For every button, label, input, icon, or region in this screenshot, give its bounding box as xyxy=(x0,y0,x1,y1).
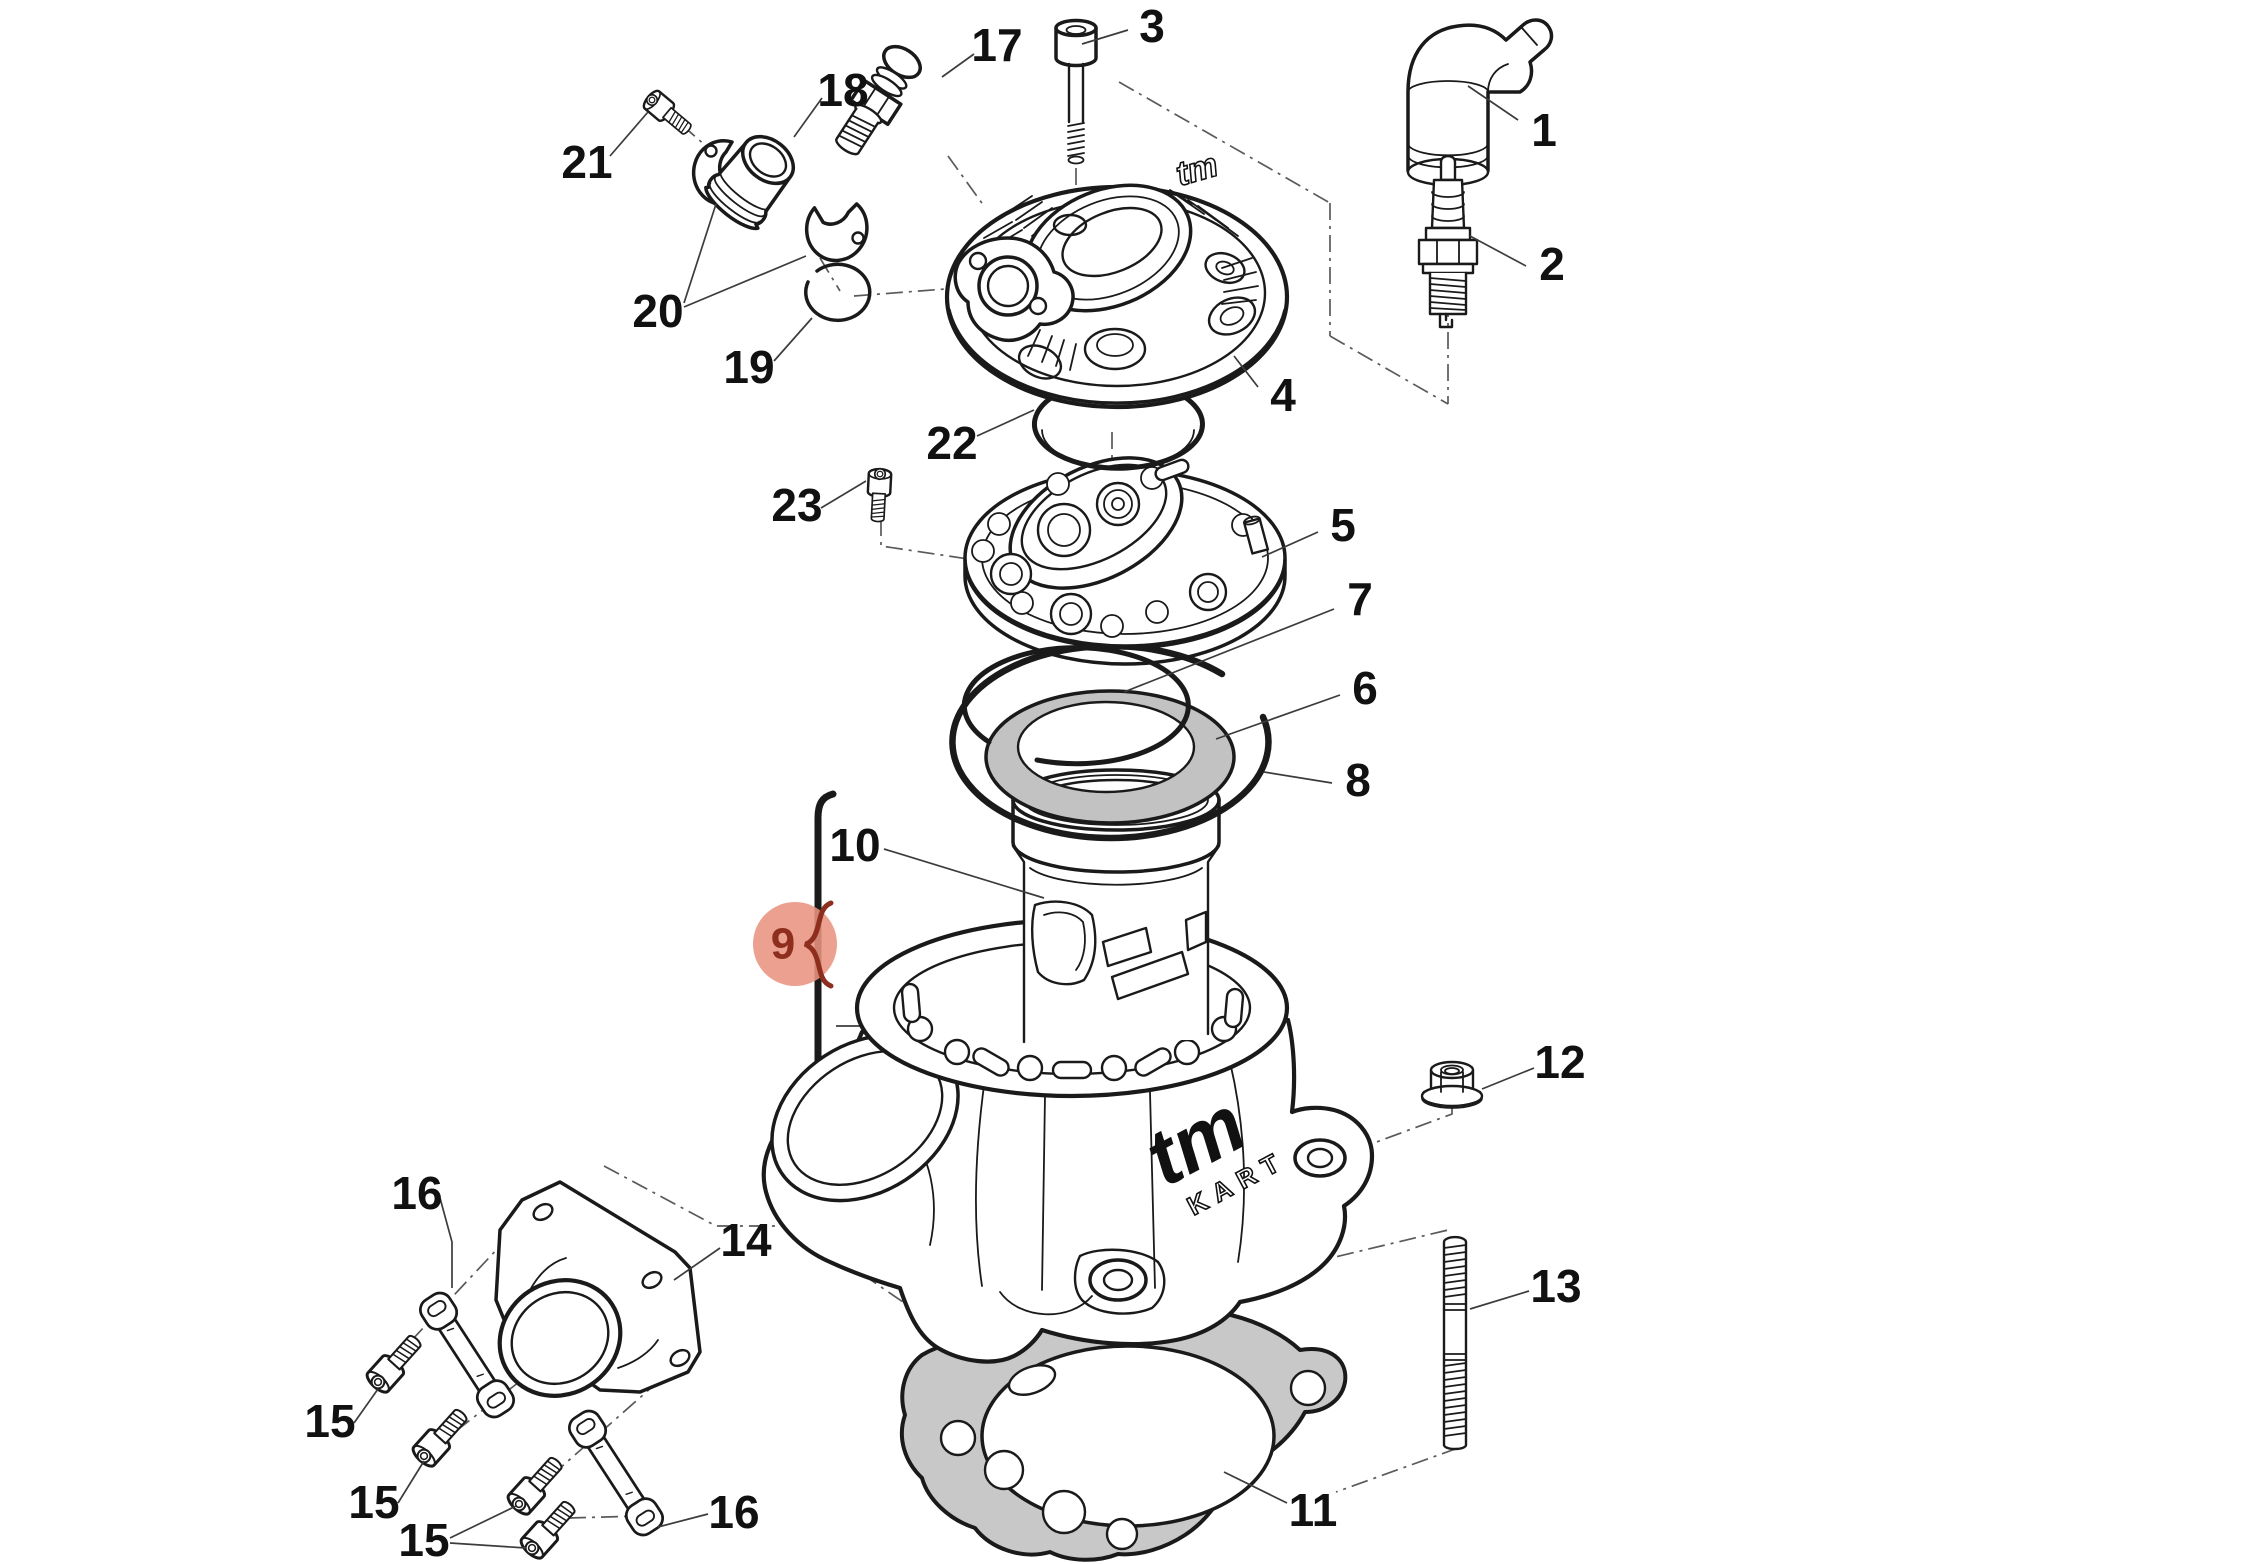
part-2-spark-plug xyxy=(1417,154,1479,329)
leader-line-part-15 xyxy=(353,1388,379,1424)
leader-line-part-8 xyxy=(1263,771,1333,784)
part-label-3: 3 xyxy=(1139,0,1165,52)
part-label-17: 17 xyxy=(971,19,1022,71)
part-label-22: 22 xyxy=(926,417,977,469)
part-label-6: 6 xyxy=(1352,662,1378,714)
part-17-fitting xyxy=(835,44,922,156)
leader-line-part-20 xyxy=(683,203,717,304)
leader-line-part-18 xyxy=(793,97,823,138)
leader-line-part-2 xyxy=(1469,235,1527,267)
dowel-pin xyxy=(1242,515,1270,555)
leader-line-part-22 xyxy=(976,409,1035,437)
part-20-fork-lower xyxy=(804,202,869,263)
part-label-21: 21 xyxy=(561,136,612,188)
leader-line-part-6 xyxy=(1215,694,1341,740)
part-label-5: 5 xyxy=(1330,499,1356,551)
leader-line-part-5 xyxy=(1261,531,1319,558)
leader-line-part-7 xyxy=(1123,608,1335,693)
part-23-insert-screw xyxy=(865,466,893,524)
part-label-4: 4 xyxy=(1270,369,1296,421)
part-4-cylinder-head: tm xyxy=(944,145,1290,410)
part-label-2: 2 xyxy=(1539,238,1565,290)
part-12-flange-nut xyxy=(1420,1060,1484,1109)
part-3-head-screw xyxy=(1054,18,1098,165)
part-16-strap-lower xyxy=(563,1405,669,1541)
part-7-oring xyxy=(961,645,1191,767)
leader-line-part-14 xyxy=(673,1247,721,1281)
part-label-11: 11 xyxy=(1289,1484,1338,1536)
leader-line-part-23 xyxy=(820,480,867,509)
part-label-19: 19 xyxy=(723,341,774,393)
part-label-16: 16 xyxy=(708,1486,759,1538)
part-label-23: 23 xyxy=(771,479,822,531)
insert-screw-axis xyxy=(880,519,1003,565)
part-13-stud xyxy=(1442,1235,1468,1451)
plane-outline xyxy=(1118,81,1449,405)
part-label-9: 9 xyxy=(771,920,795,969)
part-label-18: 18 xyxy=(817,64,868,116)
part-14-exhaust-flange xyxy=(494,1180,702,1398)
part-18-power-valve xyxy=(704,134,796,231)
leader-line-part-16 xyxy=(439,1197,453,1288)
part-label-14: 14 xyxy=(720,1214,772,1266)
part-label-15: 15 xyxy=(348,1476,399,1528)
leader-line-part-11 xyxy=(1223,1471,1288,1504)
leader-line-part-13 xyxy=(1469,1290,1530,1310)
strap-screw-axes xyxy=(410,1213,686,1519)
head-logo-text: tm xyxy=(1172,146,1222,194)
part-label-8: 8 xyxy=(1345,754,1371,806)
leader-line-part-20 xyxy=(683,255,807,308)
leader-line-part-1 xyxy=(1467,85,1519,121)
highlight-brace xyxy=(803,900,834,989)
part-1-spark-plug-cap xyxy=(1406,18,1554,187)
part-label-20: 20 xyxy=(632,285,683,337)
leader-line-part-16 xyxy=(657,1513,709,1528)
leader-line-part-17 xyxy=(941,53,975,78)
part-label-15: 15 xyxy=(304,1395,355,1447)
part-19-circlip xyxy=(804,262,872,323)
right-lug-hole xyxy=(1293,1138,1347,1178)
part-11-base-gasket xyxy=(899,1308,1348,1562)
part-label-13: 13 xyxy=(1530,1260,1581,1312)
part-5-head-insert xyxy=(963,456,1287,666)
part-15-screw-1 xyxy=(362,1328,429,1398)
part-9-cylinder-body: tm KART xyxy=(761,917,1375,1364)
fitting-axis xyxy=(947,155,985,207)
highlight-badge xyxy=(753,902,837,986)
left-lug-hole xyxy=(1088,1258,1148,1302)
leader-line-part-15 xyxy=(449,1505,517,1539)
part-label-12: 12 xyxy=(1534,1036,1585,1088)
leader-line-part-21 xyxy=(609,111,649,157)
part-label-16: 16 xyxy=(391,1167,442,1219)
part-label-1: 1 xyxy=(1531,104,1557,156)
coolant-flange xyxy=(953,236,1075,343)
leader-line-part-19 xyxy=(773,317,813,362)
part-label-7: 7 xyxy=(1347,573,1373,625)
stud-axis xyxy=(1335,1447,1459,1493)
leader-line-part-10 xyxy=(883,848,1045,899)
part-label-10: 10 xyxy=(829,819,880,871)
leader-line-part-3 xyxy=(1081,29,1129,45)
part-6-gasket-ring xyxy=(984,689,1236,825)
leader-line-part-15 xyxy=(449,1542,527,1549)
part-15-screw-2 xyxy=(408,1402,475,1472)
leader-line-part-15 xyxy=(397,1460,425,1504)
leader-line-part-4 xyxy=(1233,355,1259,388)
manifold-bore xyxy=(497,1278,623,1398)
part-label-15: 15 xyxy=(398,1514,449,1564)
part-21-valve-screw xyxy=(639,86,697,141)
leader-line-part-12 xyxy=(1481,1067,1535,1090)
